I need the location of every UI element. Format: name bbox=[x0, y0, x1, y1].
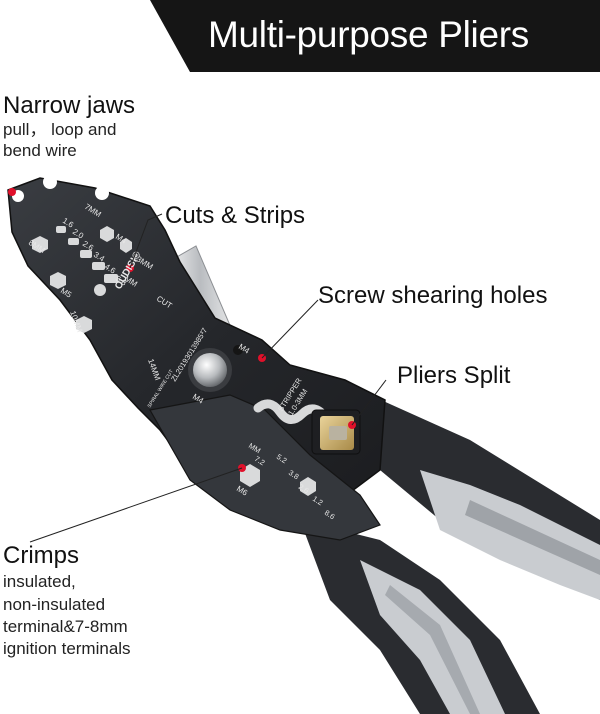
callout-crimps-title: Crimps bbox=[3, 542, 79, 569]
callout-crimps-desc: ignition terminals bbox=[3, 639, 131, 658]
callout-crimps-desc: insulated, bbox=[3, 572, 76, 591]
callout-crimps-desc: non-insulated bbox=[3, 595, 106, 614]
upper-handle bbox=[370, 395, 600, 600]
callout-screw-holes: Screw shearing holes bbox=[318, 282, 548, 309]
callout-cuts-strips: Cuts & Strips bbox=[165, 202, 306, 229]
pliers-head: 1.6 2.0 2.6 3.4 4.6 5.8 7MM M4 8MM M5 10… bbox=[7, 175, 386, 541]
title-banner bbox=[150, 0, 600, 72]
callout-narrow-jaws-desc: bend wire bbox=[3, 141, 77, 160]
callout-narrow-jaws-desc: pull， loop and bbox=[3, 120, 117, 139]
page-title: Multi-purpose Pliers bbox=[208, 14, 529, 55]
leader-lines bbox=[29, 213, 387, 543]
callout-pliers-split: Pliers Split bbox=[397, 362, 511, 389]
callout-narrow-jaws-title: Narrow jaws bbox=[3, 92, 136, 119]
lower-handle bbox=[300, 520, 540, 714]
callout-crimps-desc: terminal&7-8mm bbox=[3, 617, 128, 636]
